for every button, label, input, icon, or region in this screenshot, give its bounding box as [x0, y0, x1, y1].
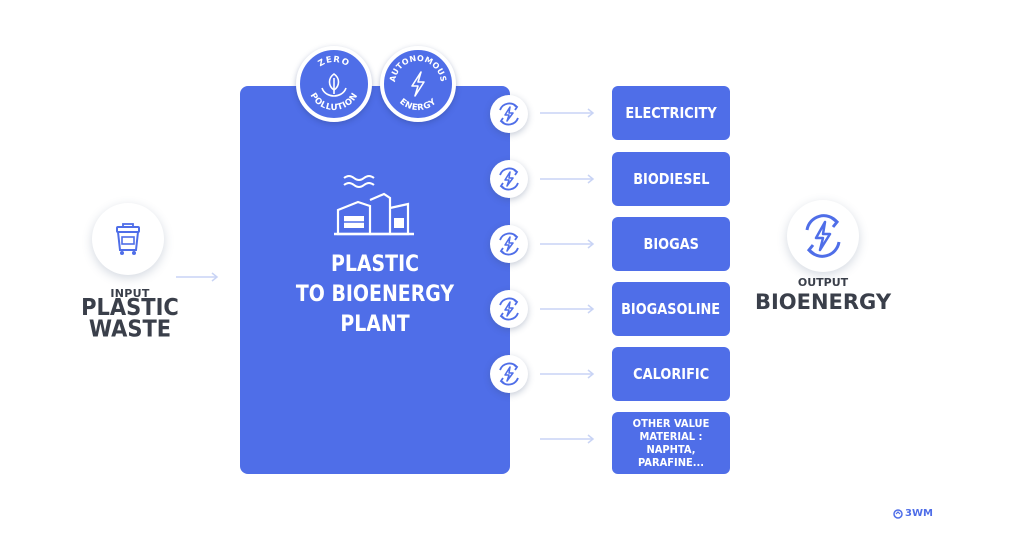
- output-arrow: [540, 239, 595, 249]
- output-arrow: [540, 434, 595, 444]
- output-title: BIOENERGY: [754, 290, 892, 314]
- energy-connector-icon: [490, 225, 528, 263]
- output-caption: OUTPUT: [797, 276, 849, 289]
- output-box-biogasoline: BIOGASOLINE: [612, 282, 730, 336]
- energy-connector-icon: [490, 355, 528, 393]
- plant-title: PLASTIC TO BIOENERGY PLANT: [295, 252, 455, 337]
- plant-panel: [240, 86, 510, 474]
- energy-connector-icon: [490, 290, 528, 328]
- energy-connector-icon: [490, 95, 528, 133]
- output-box-electricity: ELECTRICITY: [612, 86, 730, 140]
- output-box-other-value: OTHER VALUE MATERIAL : NAPHTA, PARAFINE.…: [612, 412, 730, 474]
- input-title: PLASTIC WASTE: [81, 294, 179, 342]
- energy-connector-icon: [490, 160, 528, 198]
- svg-text:POLLUTION: POLLUTION: [308, 91, 361, 113]
- output-arrow: [540, 369, 595, 379]
- svg-text:ZERO: ZERO: [317, 55, 352, 69]
- output-box-biodiesel: BIODIESEL: [612, 152, 730, 206]
- lightning-icon: [411, 71, 425, 97]
- output-arrow: [540, 174, 595, 184]
- input-caption: INPUT: [110, 287, 150, 300]
- factory-icon: [334, 175, 414, 236]
- input-arrow: [176, 272, 219, 282]
- output-arrow: [540, 304, 595, 314]
- autonomous-energy-badge: AUTONOMOUS ENERGY: [380, 46, 456, 122]
- svg-text:ENERGY: ENERGY: [397, 97, 438, 114]
- logo-icon: [893, 508, 903, 519]
- output-arrow: [540, 108, 595, 118]
- output-box-calorific: CALORIFIC: [612, 347, 730, 401]
- output-box-biogas: BIOGAS: [612, 217, 730, 271]
- company-logo: 3WM: [893, 508, 933, 519]
- zero-pollution-badge: ZERO POLLUTION: [296, 46, 372, 122]
- svg-text:AUTONOMOUS: AUTONOMOUS: [388, 54, 448, 83]
- waste-bin-icon: [92, 203, 164, 275]
- leaf-hands-icon: [321, 73, 347, 97]
- renewable-energy-icon: [787, 200, 859, 272]
